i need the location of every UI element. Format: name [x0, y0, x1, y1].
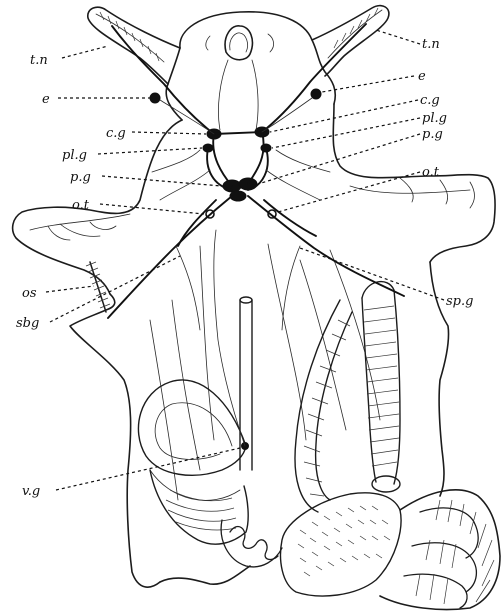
label-sbg: sbg [16, 316, 39, 331]
left-tentacle [88, 7, 180, 84]
left-optic-nerve [160, 100, 214, 134]
leader-spg [300, 248, 444, 300]
column-tip [372, 476, 400, 492]
label-e-left: e [42, 92, 50, 107]
body-panel-line-3 [300, 260, 346, 430]
label-ot-right: o.t [422, 165, 440, 180]
right-tentacle-nerve [262, 24, 366, 132]
lower-body [160, 566, 250, 584]
left-tentacle-rings [100, 12, 159, 61]
leader-tn-right [376, 30, 420, 44]
shell-whorl-2 [412, 543, 476, 592]
leader-cg-left [132, 132, 206, 134]
shell-gland [150, 470, 248, 544]
lip-right [268, 34, 274, 52]
leader-cg-right [270, 100, 418, 132]
lip-nerves [218, 60, 258, 130]
label-os: os [22, 286, 37, 301]
left-tentacle-inner [96, 14, 164, 62]
leader-e-right [322, 76, 414, 92]
leader-vg [56, 448, 240, 490]
leader-plg-right [272, 118, 420, 148]
leader-pg-left [102, 176, 222, 186]
mouth [225, 26, 252, 60]
middle-organ-hatching [304, 320, 350, 496]
shell-hatching [416, 500, 494, 604]
osphradium [90, 262, 106, 312]
right-connective [248, 132, 264, 184]
leader-ot-left [100, 204, 204, 214]
leader-pg-right [258, 134, 420, 184]
left-coil-inner [155, 403, 232, 460]
right-tentacle-rings [334, 8, 378, 48]
label-plg-right: pl.g [422, 111, 447, 126]
left-body-wall [70, 294, 160, 587]
label-plg-left: pl.g [62, 148, 87, 163]
right-column-hatching [364, 306, 399, 466]
label-cg-right: c.g [420, 93, 440, 108]
label-ot-left: o.t [72, 198, 90, 213]
leader-os [46, 286, 94, 292]
mouth-inner [230, 33, 248, 52]
left-connective [213, 134, 232, 186]
nervous-system [86, 24, 404, 450]
body-nerve-branches [176, 246, 300, 330]
label-spg: sp.g [446, 294, 473, 309]
left-eye [150, 93, 160, 103]
label-pg-right: p.g [422, 127, 443, 142]
lower-sac [221, 520, 282, 567]
body-panel-line-1 [172, 300, 200, 470]
intestine-wave [230, 527, 278, 560]
oesophagus-opening [240, 297, 252, 303]
leader-tn-left [62, 46, 108, 58]
label-tn-right: t.n [422, 37, 440, 52]
label-pg-left: p.g [70, 170, 91, 185]
right-eye [311, 89, 321, 99]
right-optic-nerve [262, 98, 312, 132]
labels: t.n t.n e e c.g c.g pl.g pl.g p.g p.g o.… [16, 37, 473, 499]
left-coiled-organ [138, 380, 246, 475]
label-e-right: e [418, 69, 426, 84]
label-tn-left: t.n [30, 53, 48, 68]
leader-lines [46, 30, 444, 490]
left-flap-vein-1 [30, 214, 130, 230]
label-vg: v.g [22, 484, 40, 499]
leader-plg-left [98, 148, 202, 154]
liver-hatching [298, 506, 390, 576]
lip-left [206, 36, 210, 50]
cerebral-commissure [214, 132, 262, 134]
label-cg-left: c.g [106, 126, 126, 141]
shell-whorl-3 [404, 574, 467, 608]
left-coil-lower [150, 470, 240, 500]
